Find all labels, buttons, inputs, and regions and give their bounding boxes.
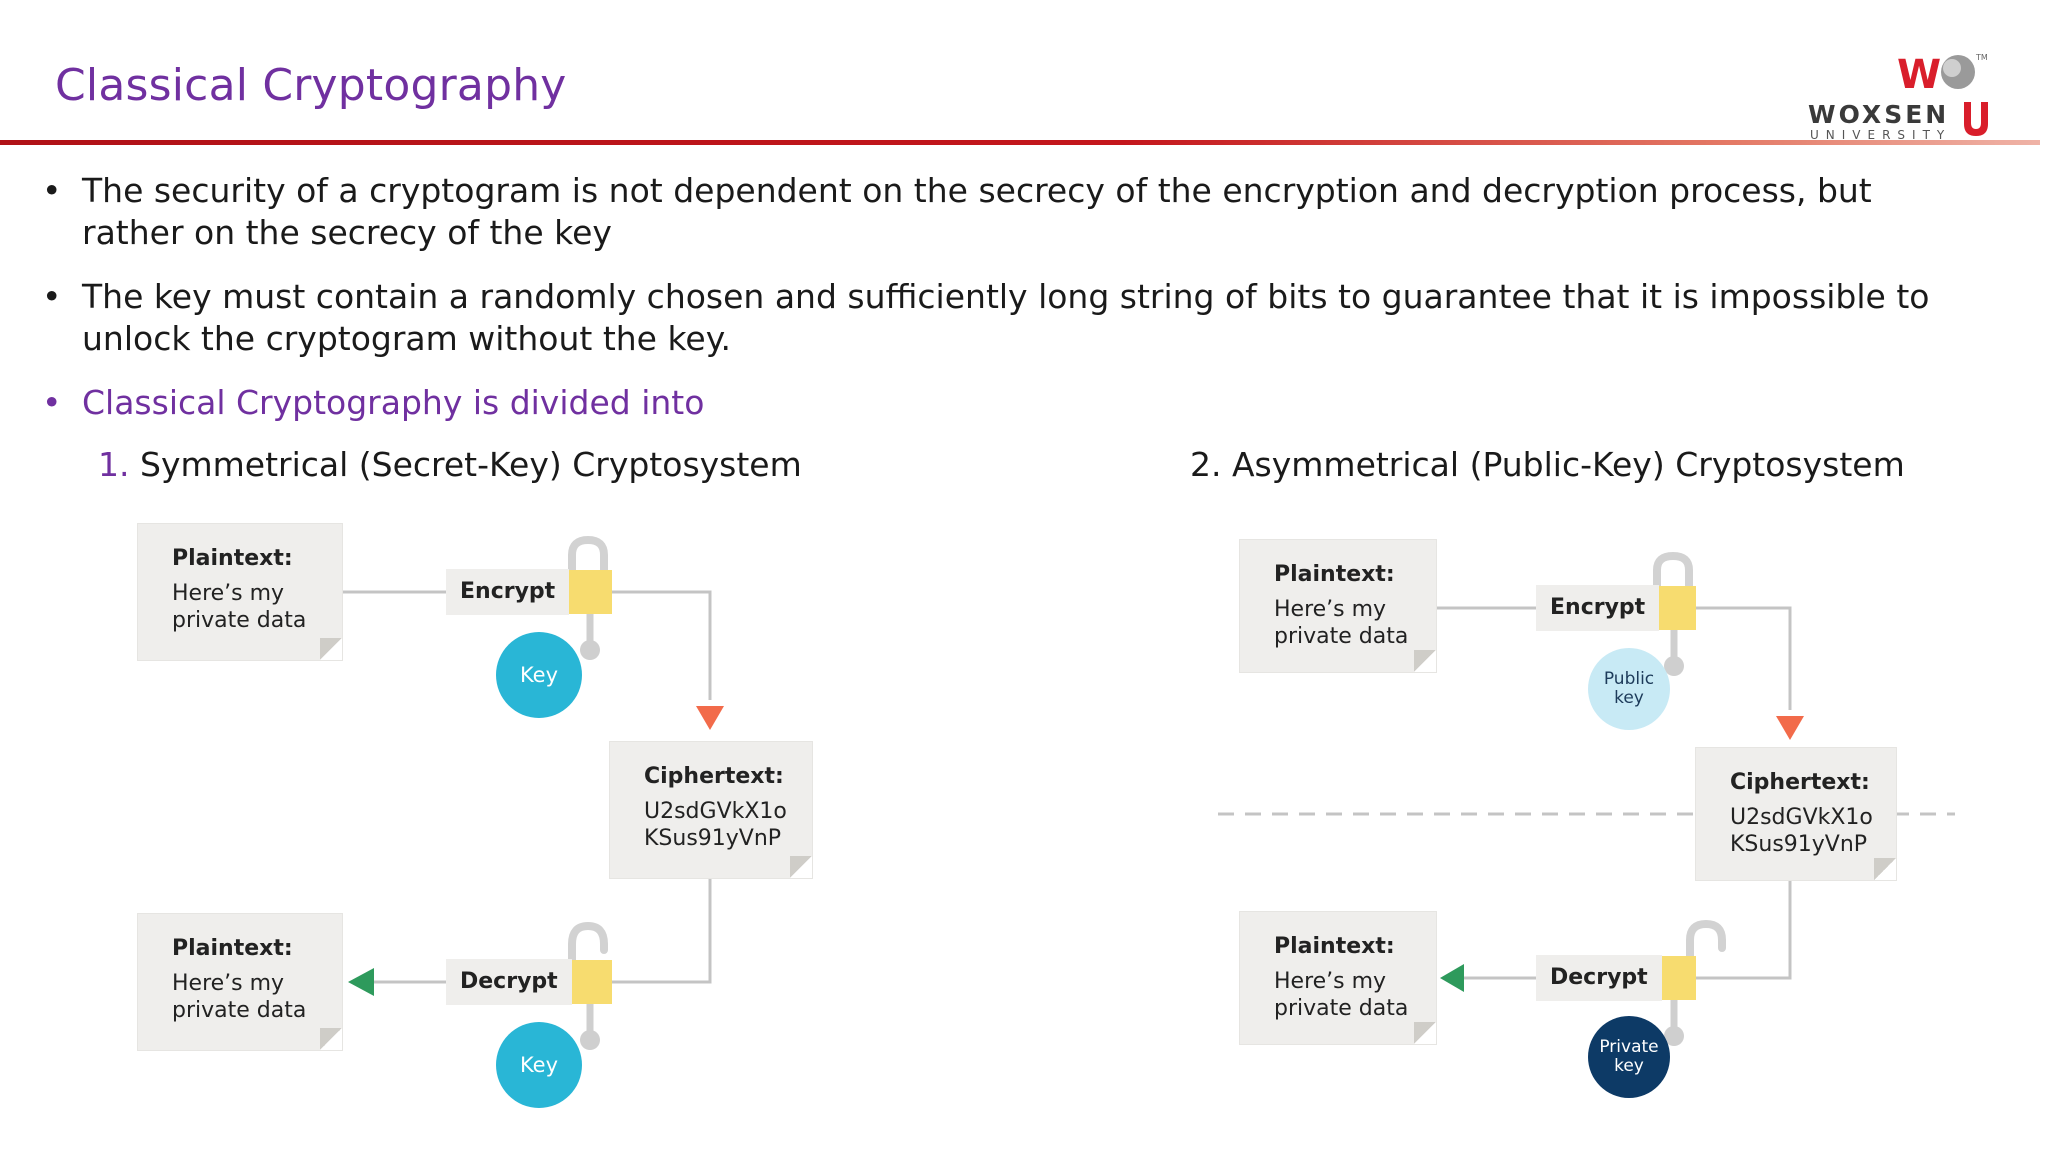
key-icon: Key (496, 1022, 582, 1108)
note-body: Here’s my private data (1274, 969, 1409, 1021)
private-key-label: Private key (1599, 1037, 1659, 1076)
note-body: Here’s my private data (172, 971, 307, 1023)
key-label: Key (519, 1053, 559, 1077)
key-label: Key (519, 663, 559, 687)
encrypt-label: Encrypt (1536, 585, 1660, 631)
ciphertext-note: Ciphertext: U2sdGVkX1o KSus91yVnP (610, 742, 812, 878)
item-text: Symmetrical (Secret-Key) Cryptosystem (140, 445, 802, 484)
note-body: U2sdGVkX1o KSus91yVnP (644, 799, 787, 851)
key-icon: Key (496, 632, 582, 718)
bullet-item: The key must contain a randomly chosen a… (42, 276, 1942, 360)
note-title: Plaintext: (172, 936, 293, 961)
note-title: Ciphertext: (644, 764, 784, 789)
plaintext-output-note: Plaintext: Here’s my private data (138, 914, 342, 1050)
note-body: U2sdGVkX1o KSus91yVnP (1730, 805, 1873, 857)
encrypt-label: Encrypt (446, 569, 570, 615)
decrypt-label: Decrypt (1536, 955, 1662, 1001)
arrow-down-icon (696, 706, 724, 730)
plaintext-input-note: Plaintext: Here’s my private data (1240, 540, 1436, 672)
bullet-item: Classical Cryptography is divided into (42, 382, 1942, 424)
lock-open-icon (1686, 919, 1726, 960)
bullet-list: The security of a cryptogram is not depe… (42, 170, 1942, 446)
bullet-item: The security of a cryptogram is not depe… (42, 170, 1942, 254)
note-title: Ciphertext: (1730, 770, 1870, 795)
decrypt-label: Decrypt (446, 959, 572, 1005)
note-body: Here’s my private data (172, 581, 307, 633)
arrow-down-icon (1776, 716, 1804, 740)
trademark-mark: TM (1975, 53, 1988, 62)
note-title: Plaintext: (172, 546, 293, 571)
logo-subtitle: UNIVERSITY (1810, 128, 1952, 142)
plaintext-output-note: Plaintext: Here’s my private data (1240, 912, 1436, 1044)
lock-open-icon (568, 921, 608, 964)
public-key-icon: Public key (1588, 648, 1670, 730)
title-underline (0, 140, 2040, 145)
private-key-icon: Private key (1588, 1016, 1670, 1098)
item-number: 1. (98, 445, 130, 484)
slide-title: Classical Cryptography (55, 60, 567, 111)
logo-name: WOXSEN (1808, 100, 1950, 129)
arrow-left-icon (1440, 964, 1464, 992)
arrow-left-icon (348, 968, 374, 996)
lock-closed-icon (1653, 551, 1693, 590)
public-key-label: Public key (1603, 669, 1655, 708)
symmetric-heading: 1. Symmetrical (Secret-Key) Cryptosystem (98, 444, 802, 486)
woxsen-logo: W TM WOXSEN UNIVERSITY (1800, 50, 2010, 142)
asymmetric-heading: 2. Asymmetrical (Public-Key) Cryptosyste… (1190, 445, 1905, 484)
note-title: Plaintext: (1274, 934, 1395, 959)
lock-closed-icon (568, 535, 608, 574)
note-body: Here’s my private data (1274, 597, 1409, 649)
plaintext-input-note: Plaintext: Here’s my private data (138, 524, 342, 660)
svg-text:W: W (1897, 52, 1941, 98)
logo-mark-icon: W TM (1897, 52, 1988, 136)
ciphertext-note: Ciphertext: U2sdGVkX1o KSus91yVnP (1696, 748, 1896, 880)
note-title: Plaintext: (1274, 562, 1395, 587)
